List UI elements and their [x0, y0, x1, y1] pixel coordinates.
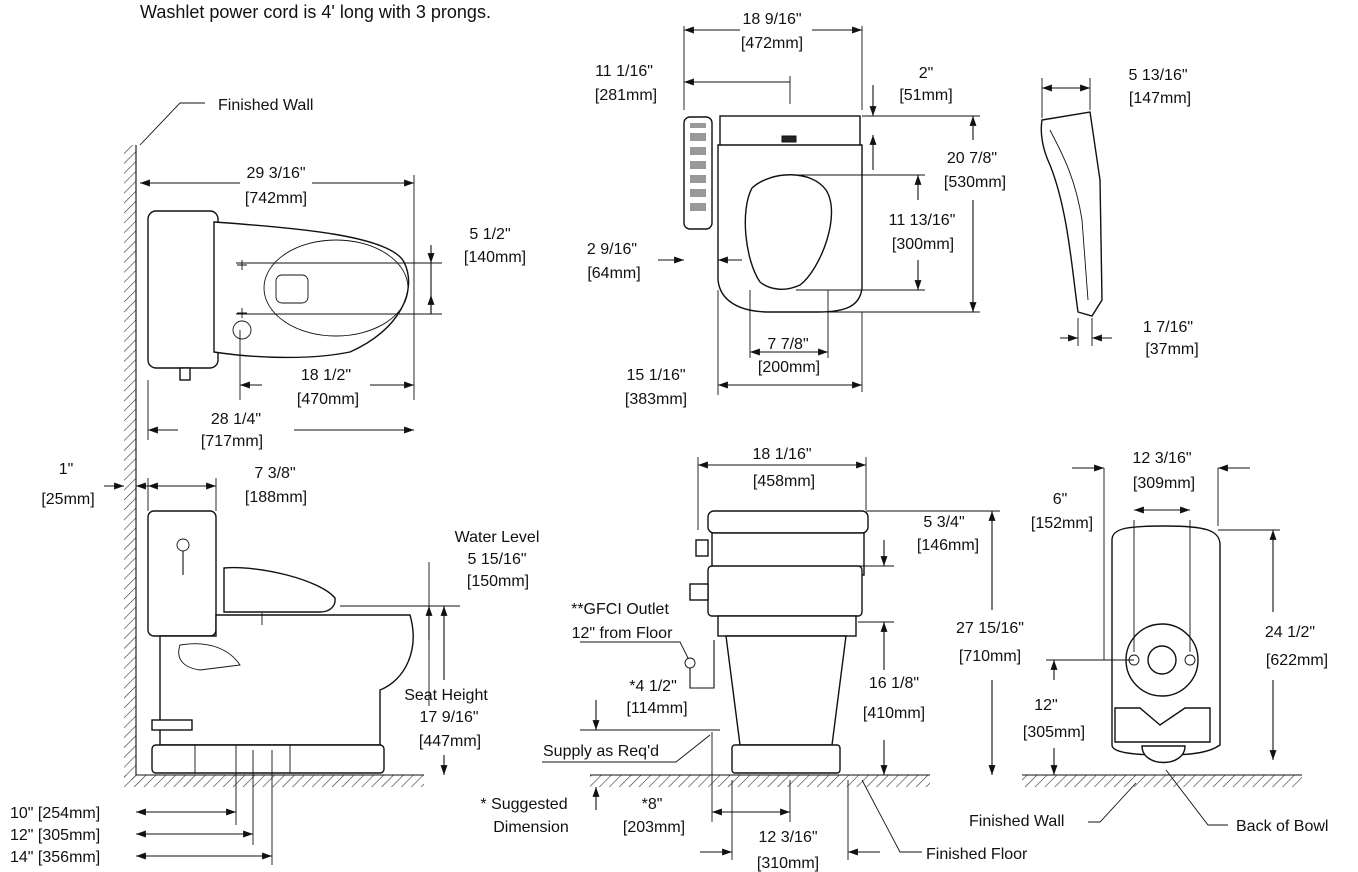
dim-24-1-2-mm: [622mm]	[1266, 652, 1328, 669]
dim-12-3-16-back-mm: [309mm]	[1133, 475, 1195, 492]
label-finished-wall-back: Finished Wall	[969, 813, 1064, 830]
dim-8-in: *8"	[642, 796, 663, 813]
dim-1-7-16-in: 1 7/16"	[1143, 319, 1193, 336]
dim-5-1-2-in: 5 1/2"	[469, 226, 510, 243]
dim-1-7-16-mm: [37mm]	[1145, 341, 1198, 358]
dim-28-1-4-mm: [717mm]	[201, 433, 263, 450]
dim-5-3-4-mm: [146mm]	[917, 537, 979, 554]
dim-5-15-16-mm: [150mm]	[467, 573, 529, 590]
dim-7-3-8-mm: [188mm]	[245, 489, 307, 506]
dim-2-9-16-in: 2 9/16"	[587, 241, 637, 258]
dim-11-1-16-mm: [281mm]	[595, 87, 657, 104]
dim-15-1-16-mm: [383mm]	[625, 391, 687, 408]
dim-2-9-16-mm: [64mm]	[587, 265, 640, 282]
dim-10-in: 10" [254mm]	[10, 805, 100, 822]
dim-29-3-16-in: 29 3/16"	[246, 165, 305, 182]
dim-5-13-16-in: 5 13/16"	[1128, 67, 1187, 84]
dim-2-in: 2"	[919, 65, 934, 82]
dim-18-1-16-mm: [458mm]	[753, 473, 815, 490]
dim-18-9-16-mm: [472mm]	[741, 35, 803, 52]
dim-7-3-8-in: 7 3/8"	[254, 465, 295, 482]
dim-11-13-16-in: 11 13/16"	[889, 212, 956, 229]
dim-5-1-2-mm: [140mm]	[464, 249, 526, 266]
dim-1-mm: [25mm]	[41, 491, 94, 508]
dim-17-9-16-in: 17 9/16"	[419, 709, 478, 726]
dim-6-in: 6"	[1053, 491, 1068, 508]
toilet-back-view	[1111, 525, 1221, 764]
dim-20-7-8-mm: [530mm]	[944, 174, 1006, 191]
dim-18-1-16-in: 18 1/16"	[752, 446, 811, 463]
label-gfci-outlet: **GFCI Outlet	[571, 601, 669, 618]
dim-4-1-2-in: *4 1/2"	[629, 678, 677, 695]
dim-28-1-4-in: 28 1/4"	[211, 411, 261, 428]
dim-16-1-8-in: 16 1/8"	[869, 675, 919, 692]
dim-12-height-mm: [305mm]	[1023, 724, 1085, 741]
dim-17-9-16-mm: [447mm]	[419, 733, 481, 750]
dim-16-1-8-mm: [410mm]	[863, 705, 925, 722]
toilet-top-view	[147, 210, 410, 381]
label-suggested-2: Dimension	[493, 819, 569, 836]
dim-12-3-16-back-in: 12 3/16"	[1132, 450, 1191, 467]
power-cord-note: Washlet power cord is 4' long with 3 pro…	[140, 2, 491, 22]
dim-5-13-16-mm: [147mm]	[1129, 90, 1191, 107]
dim-29-3-16-mm: [742mm]	[245, 190, 307, 207]
toilet-front-view	[684, 510, 869, 774]
label-gfci-height: 12" from Floor	[572, 625, 673, 642]
dim-12-3-16-front-mm: [310mm]	[757, 855, 819, 872]
label-finished-floor: Finished Floor	[926, 846, 1028, 863]
dim-24-1-2-in: 24 1/2"	[1265, 624, 1315, 641]
dim-7-7-8-in: 7 7/8"	[767, 336, 808, 353]
dim-12-in-roughin: 12" [305mm]	[10, 827, 100, 844]
toilet-side-view	[147, 510, 420, 774]
dim-27-15-16-mm: [710mm]	[959, 648, 1021, 665]
dim-14-in: 14" [356mm]	[10, 849, 100, 866]
washlet-seat-profile	[1040, 111, 1103, 317]
dim-15-1-16-in: 15 1/16"	[626, 367, 685, 384]
dim-5-15-16-in: 5 15/16"	[467, 551, 526, 568]
dim-7-7-8-mm: [200mm]	[758, 359, 820, 376]
label-back-of-bowl: Back of Bowl	[1236, 818, 1328, 835]
dim-12-3-16-front-in: 12 3/16"	[758, 829, 817, 846]
dimension-lines	[104, 26, 1280, 865]
dim-1-in: 1"	[59, 461, 74, 478]
dim-8-mm: [203mm]	[623, 819, 685, 836]
dim-18-1-2-mm: [470mm]	[297, 391, 359, 408]
dim-20-7-8-in: 20 7/8"	[947, 150, 997, 167]
dim-18-1-2-in: 18 1/2"	[301, 367, 351, 384]
dim-12-height-in: 12"	[1034, 697, 1057, 714]
dim-2-mm: [51mm]	[899, 87, 952, 104]
washlet-seat-top-view	[683, 115, 863, 313]
dim-4-1-2-mm: [114mm]	[626, 700, 687, 717]
label-supply: Supply as Req'd	[543, 743, 659, 760]
dimension-labels: Finished Wall 29 3/16" [742mm] 5 1/2" [1…	[10, 11, 1328, 872]
label-finished-wall-top: Finished Wall	[218, 97, 313, 114]
dim-11-1-16-in: 11 1/16"	[595, 63, 653, 80]
dim-18-9-16-in: 18 9/16"	[742, 11, 801, 28]
dim-5-3-4-in: 5 3/4"	[923, 514, 964, 531]
label-suggested-1: * Suggested	[480, 796, 567, 813]
label-seat-height: Seat Height	[404, 687, 488, 704]
dim-11-13-16-mm: [300mm]	[892, 236, 954, 253]
wall-floor-hatching	[124, 145, 1302, 787]
dim-6-mm: [152mm]	[1031, 515, 1093, 532]
label-water-level: Water Level	[455, 529, 540, 546]
dim-27-15-16-in: 27 15/16"	[956, 620, 1024, 637]
